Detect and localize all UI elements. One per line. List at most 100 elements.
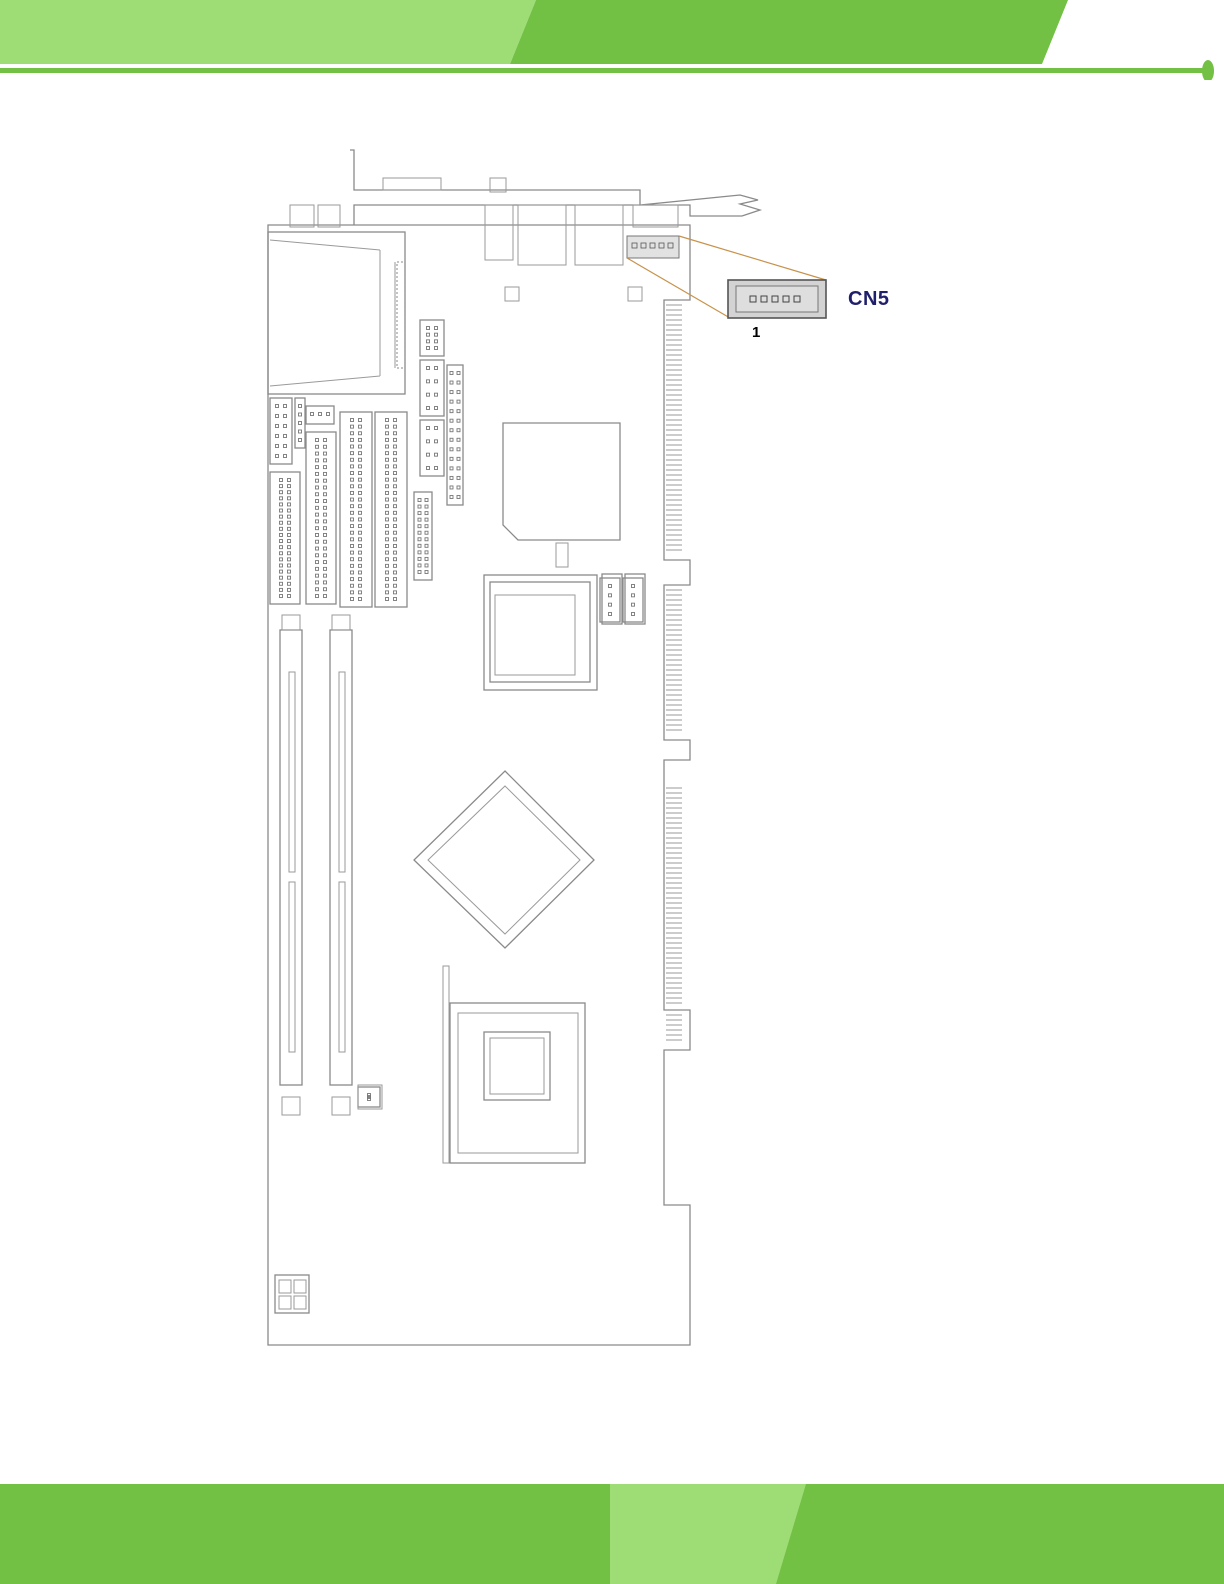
header-pin (327, 413, 330, 416)
header-pin (351, 558, 354, 561)
header-pin (359, 571, 362, 574)
header-pin (359, 445, 362, 448)
header-pin (425, 557, 428, 560)
header-pin (425, 564, 428, 567)
header-pin (280, 491, 283, 494)
header-pin (418, 544, 421, 547)
header-pin (359, 458, 362, 461)
header-pin (418, 557, 421, 560)
rear-io-usb (290, 205, 314, 227)
header-pin (288, 570, 291, 573)
header-pin (299, 405, 302, 408)
header-pin (280, 558, 283, 561)
header-pin (316, 506, 319, 509)
header-pin (368, 1094, 371, 1097)
header-pin (316, 466, 319, 469)
header-pin (280, 576, 283, 579)
header-pin (359, 538, 362, 541)
header-pin (418, 512, 421, 515)
header-pin (632, 585, 635, 588)
header-pin (435, 340, 438, 343)
header-pin (359, 425, 362, 428)
header-pin (450, 467, 453, 470)
mounting-bracket (350, 150, 760, 225)
header-pin (324, 500, 327, 503)
header-pin (386, 544, 389, 547)
header-pin (394, 491, 397, 494)
header-pin (394, 465, 397, 468)
rear-io-lan-1 (518, 205, 566, 265)
header-pin (288, 576, 291, 579)
header-pin (324, 520, 327, 523)
header-pin (351, 511, 354, 514)
header-pin (284, 415, 287, 418)
header-pin (457, 381, 460, 384)
header-pin (394, 591, 397, 594)
header-pin (324, 493, 327, 496)
header-pin (324, 459, 327, 462)
header-pin (450, 419, 453, 422)
header-pin (359, 551, 362, 554)
header-pin (288, 521, 291, 524)
southbridge-inner (428, 786, 580, 934)
header-pin (351, 478, 354, 481)
header-pin (394, 472, 397, 475)
header-pin (609, 594, 612, 597)
header-pin (351, 452, 354, 455)
header-pin (394, 452, 397, 455)
header-pin (299, 422, 302, 425)
header-pin (324, 588, 327, 591)
header-pin (316, 472, 319, 475)
callout-line-top (679, 236, 826, 280)
header-pin (418, 538, 421, 541)
footer-light-segment (610, 1484, 806, 1584)
header-pin (280, 509, 283, 512)
header-pin (324, 574, 327, 577)
header-pin (418, 525, 421, 528)
header-pin (324, 479, 327, 482)
header-pin (394, 551, 397, 554)
header-pin (386, 525, 389, 528)
header-pin (351, 571, 354, 574)
header-pin (457, 476, 460, 479)
header-pin (280, 515, 283, 518)
header-pin (276, 425, 279, 428)
header-pin (386, 478, 389, 481)
header-pin (351, 472, 354, 475)
header-pin (288, 491, 291, 494)
header-pin (316, 445, 319, 448)
header-pin (386, 472, 389, 475)
header-pin (316, 479, 319, 482)
chipset-heatsink (503, 423, 620, 540)
header-pin (394, 438, 397, 441)
gpu-outer (484, 575, 597, 690)
header-pin (324, 513, 327, 516)
header-pin (427, 367, 430, 370)
header-pin (394, 498, 397, 501)
cn5-enlarged-inner (736, 286, 818, 312)
header-pin (394, 558, 397, 561)
header-pin (324, 533, 327, 536)
header-pin (386, 432, 389, 435)
header-pin (324, 445, 327, 448)
header-pin (351, 531, 354, 534)
cf-socket-detail (270, 240, 395, 386)
header-pin (386, 485, 389, 488)
pin-header (270, 472, 300, 604)
header-pin (394, 511, 397, 514)
header-pin (359, 452, 362, 455)
header-pin (435, 380, 438, 383)
header-pin (418, 499, 421, 502)
header-pin (299, 439, 302, 442)
header-pin (288, 595, 291, 598)
header-pin (425, 538, 428, 541)
header-pin (386, 598, 389, 601)
header-pin (450, 496, 453, 499)
header-pin (351, 505, 354, 508)
header-pin (386, 591, 389, 594)
header-pin (288, 527, 291, 530)
header-pin (351, 419, 354, 422)
cf-socket (268, 232, 405, 394)
header-pin (632, 603, 635, 606)
header-pin (351, 578, 354, 581)
